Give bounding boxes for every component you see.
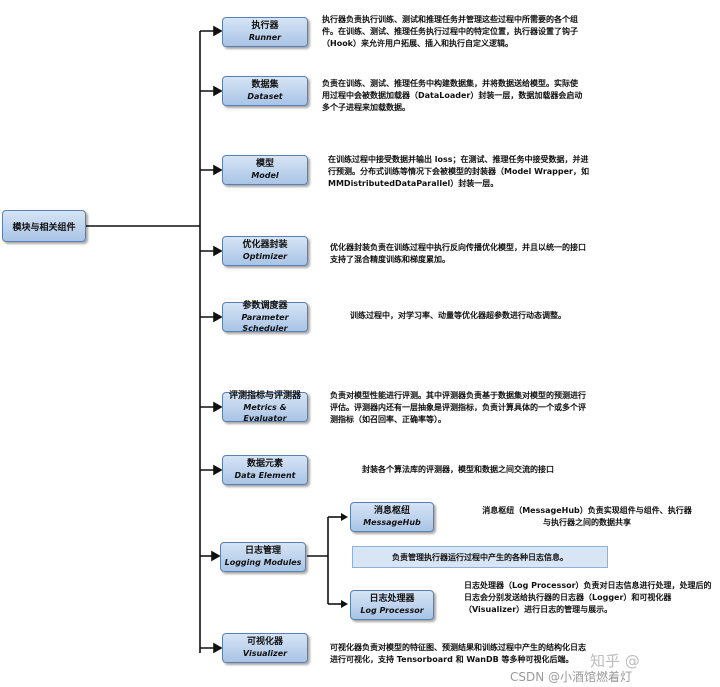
dataset-title: 数据集 [251,80,279,90]
csdn-watermark: CSDN @小酒馆燃着灯 [510,670,633,684]
dataset-subtitle: Dataset [247,92,283,101]
log-processor-title: 日志处理器 [369,594,415,604]
data-element-subtitle: Data Element [234,471,296,480]
model-desc: 在训练过程中接受数据并输出 loss；在测试、推理任务中接受数据，并进行预测。分… [328,155,589,188]
data-element-desc: 封装各个算法库的评测器，模型和数据之间交流的接口 [362,465,554,474]
branch-arrow [213,311,223,323]
logging-title: 日志管理 [244,546,281,556]
metrics-desc: 负责对模型性能进行评测。其中评测器负责基于数据集对模型的预测进行评估。评测器内还… [330,391,586,424]
logging-box: 日志管理 Logging Modules [220,542,306,572]
branch-arrow [213,85,223,97]
data-element-title: 数据元素 [246,459,283,469]
branch-arrow [213,164,223,176]
metrics-title: 评测指标与评测器 [228,390,301,401]
visualizer-subtitle: Visualizer [242,649,288,658]
optimizer-subtitle: Optimizer [242,252,288,261]
visualizer-title: 可视化器 [246,637,283,647]
messagehub-title: 消息枢纽 [373,506,410,516]
zhihu-watermark: 知乎 @ [590,652,640,670]
logging-banner: 负责管理执行器运行过程中产生的各种日志信息。 [352,546,608,568]
log-processor-subtitle: Log Processor [360,606,424,615]
branch-arrow [213,464,223,476]
runner-desc: 执行器负责执行训练、测试和推理任务并管理这些过程中所需要的各个组件。在训练、测试… [322,15,578,48]
branch-arrow [213,245,223,257]
log-processor-desc: 日志处理器（Log Processor）负责对日志信息进行处理，处理后的日志会分… [464,581,712,614]
optimizer-desc: 优化器封装负责在训练过程中执行反向传播优化模型，并且以统一的接口支持了混合精度训… [330,243,586,264]
model-box: 模型 Model [222,155,308,185]
root-node: 模块与相关组件 [2,210,86,242]
branch-arrow [213,642,223,654]
logging-subtitle: Logging Modules [224,558,302,567]
model-subtitle: Model [251,171,279,180]
branch-arrow [213,25,223,37]
dataset-desc: 负责在训练、测试、推理任务中构建数据集，并将数据送给模型。实际使用过程中会被数据… [322,79,583,112]
visualizer-desc: 可视化器负责对模型的特征图、预测结果和训练过程中产生的结构化日志进行可视化，支持… [330,643,586,664]
model-title: 模型 [255,159,274,169]
messagehub-subtitle: MessageHub [363,518,421,527]
optimizer-title: 优化器封装 [242,240,288,250]
optimizer-box: 优化器封装 Optimizer [222,236,308,266]
branch-arrow [211,550,221,562]
scheduler-box: 参数调度器 Parameter Scheduler [222,300,308,333]
messagehub-desc: 消息枢纽（MessageHub）负责实现组件与组件、执行器与执行器之间的数据共享 [482,506,692,527]
metrics-subtitle: Metrics & Evaluator [243,402,287,423]
scheduler-desc: 训练过程中，对学习率、动量等优化器超参数进行动态调整。 [350,311,566,320]
runner-box: 执行器 Runner [222,17,308,47]
scheduler-subtitle: Parameter Scheduler [241,312,289,333]
visualizer-box: 可视化器 Visualizer [222,633,308,663]
branch-arrow [213,401,223,413]
metrics-box: 评测指标与评测器 Metrics & Evaluator [222,390,308,423]
data-element-box: 数据元素 Data Element [222,455,308,485]
log-processor-box: 日志处理器 Log Processor [350,590,434,620]
runner-title: 执行器 [251,21,279,31]
dataset-box: 数据集 Dataset [222,76,308,106]
runner-subtitle: Runner [248,33,282,42]
scheduler-title: 参数调度器 [242,300,288,311]
messagehub-box: 消息枢纽 MessageHub [350,502,434,532]
